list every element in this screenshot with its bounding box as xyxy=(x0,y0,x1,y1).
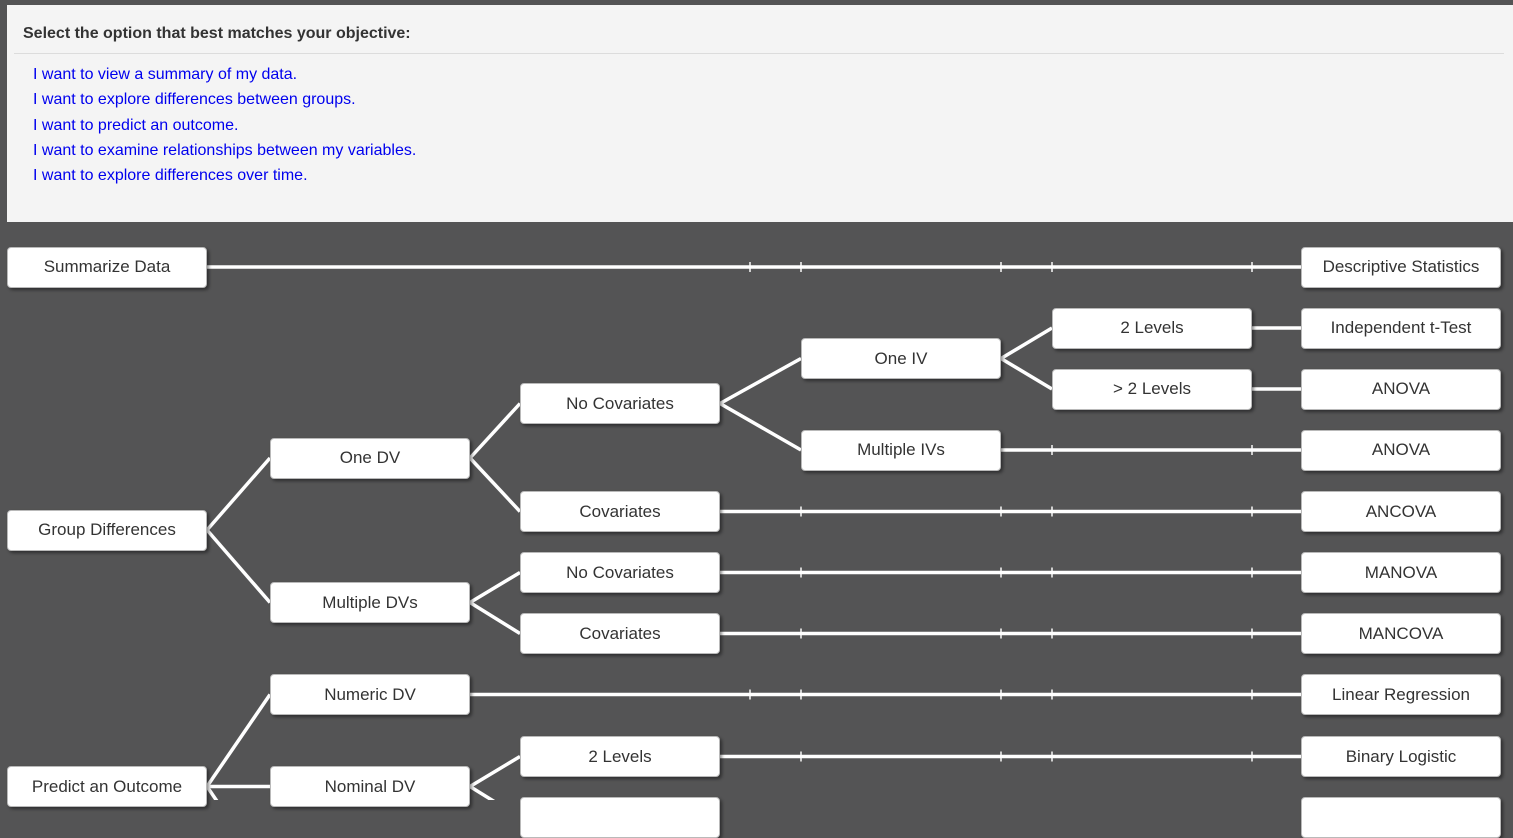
tree-node-label: ANOVA xyxy=(1371,440,1431,459)
tree-node-anova-1[interactable]: ANOVA xyxy=(1301,368,1501,410)
tree-node-label: ANCOVA xyxy=(1365,501,1437,521)
tree-node-label: Binary Logistic xyxy=(1345,746,1457,766)
tree-node-numeric-dv[interactable]: Numeric DV xyxy=(270,674,470,715)
connector-line xyxy=(205,693,272,788)
panel-heading: Select the option that best matches your… xyxy=(23,25,411,42)
tree-node-two-levels-nominal[interactable]: 2 Levels xyxy=(520,736,720,777)
tree-node-label: Covariates xyxy=(579,623,661,643)
tree-node-anova-2[interactable]: ANOVA xyxy=(1301,429,1501,471)
connector-line xyxy=(719,356,802,406)
objective-link-4[interactable]: I want to examine relationships between … xyxy=(33,141,417,159)
connector-line xyxy=(719,401,802,452)
tree-node-label: One IV xyxy=(874,348,928,368)
tree-node-mancova[interactable]: MANCOVA xyxy=(1301,613,1501,654)
connector-line xyxy=(468,402,522,460)
tree-node-label: ANOVA xyxy=(1371,379,1431,398)
tree-node-label: Numeric DV xyxy=(324,684,416,704)
tree-node-label: Multiple DVs xyxy=(322,592,418,612)
tree-node-label: Group Differences xyxy=(38,520,176,539)
tree-node-two-levels-iv[interactable]: 2 Levels xyxy=(1052,307,1252,349)
connector-line xyxy=(205,456,272,532)
connector-line xyxy=(469,754,521,789)
tree-node-nominal-dv[interactable]: Nominal DV xyxy=(270,766,470,807)
objective-link-3[interactable]: I want to predict an outcome. xyxy=(33,116,239,134)
tree-node-independent-t-test[interactable]: Independent t-Test xyxy=(1301,307,1501,349)
tree-node-label: Summarize Data xyxy=(43,257,171,276)
objective-links: I want to view a summary of my data. I wa… xyxy=(23,62,1513,188)
objective-link-1[interactable]: I want to view a summary of my data. xyxy=(33,66,298,83)
tree-node-label: Independent t-Test xyxy=(1330,318,1472,337)
connector-line xyxy=(469,570,521,605)
connector-line xyxy=(205,528,272,604)
tree-node-gt-two-levels-iv[interactable]: > 2 Levels xyxy=(1052,368,1252,410)
tree-node-multiple-ivs[interactable]: Multiple IVs xyxy=(801,429,1001,471)
tree-node-no-covariates-2[interactable]: No Covariates xyxy=(520,552,720,593)
tree-node-label: No Covariates xyxy=(566,393,674,413)
tree-node-label: Multiple IVs xyxy=(857,440,945,459)
tree-node-ancova[interactable]: ANCOVA xyxy=(1301,491,1501,532)
tree-node-label: Linear Regression xyxy=(1332,684,1470,704)
tree-node-label: Descriptive Statistics xyxy=(1322,257,1480,276)
connector-line xyxy=(1000,326,1053,361)
tree-node-manova[interactable]: MANOVA xyxy=(1301,552,1501,593)
tree-node-label: Nominal DV xyxy=(324,776,416,796)
panel-divider xyxy=(14,53,1504,54)
tree-node-label: > 2 Levels xyxy=(1113,379,1191,398)
objective-link-2[interactable]: I want to explore differences between gr… xyxy=(33,91,356,109)
tree-connectors xyxy=(205,262,1301,800)
objective-link-5[interactable]: I want to explore differences over time. xyxy=(33,167,308,185)
connector-line xyxy=(469,601,521,635)
tree-node-label: One DV xyxy=(339,448,401,467)
tree-node-label: 2 Levels xyxy=(1120,318,1184,337)
tree-node-no-covariates-1[interactable]: No Covariates xyxy=(520,383,720,424)
connector-line xyxy=(469,785,496,800)
tree-node-covariates-2[interactable]: Covariates xyxy=(520,613,720,654)
tree-node-label: No Covariates xyxy=(566,562,674,582)
tree-node-label: Predict an Outcome xyxy=(31,776,183,796)
tree-node-one-dv[interactable]: One DV xyxy=(270,437,470,479)
tree-node-label: Covariates xyxy=(579,501,661,521)
connector-line xyxy=(468,456,522,513)
tree-node-label: MANOVA xyxy=(1364,562,1438,582)
tree-node-group-differences[interactable]: Group Differences xyxy=(7,509,207,551)
tree-node-summarize[interactable]: Summarize Data xyxy=(7,246,207,288)
tree-node-predict-outcome[interactable]: Predict an Outcome xyxy=(7,766,207,807)
tree-node-multiple-dvs[interactable]: Multiple DVs xyxy=(270,582,470,623)
tree-node-label: MANCOVA xyxy=(1358,623,1444,643)
tree-node-covariates-1[interactable]: Covariates xyxy=(520,491,720,532)
tree-node-partial-left[interactable] xyxy=(520,797,720,838)
tree-node-linear-regression[interactable]: Linear Regression xyxy=(1301,674,1501,715)
tree-node-descriptive-statistics[interactable]: Descriptive Statistics xyxy=(1301,246,1501,288)
tree-node-binary-logistic[interactable]: Binary Logistic xyxy=(1301,736,1501,777)
connector-line xyxy=(1000,356,1053,391)
tree-node-one-iv[interactable]: One IV xyxy=(801,338,1001,379)
tree-node-label: 2 Levels xyxy=(588,746,652,766)
connector-line xyxy=(205,785,219,800)
objective-panel: Select the option that best matches your… xyxy=(7,5,1513,222)
tree-node-partial-right[interactable] xyxy=(1301,797,1501,838)
